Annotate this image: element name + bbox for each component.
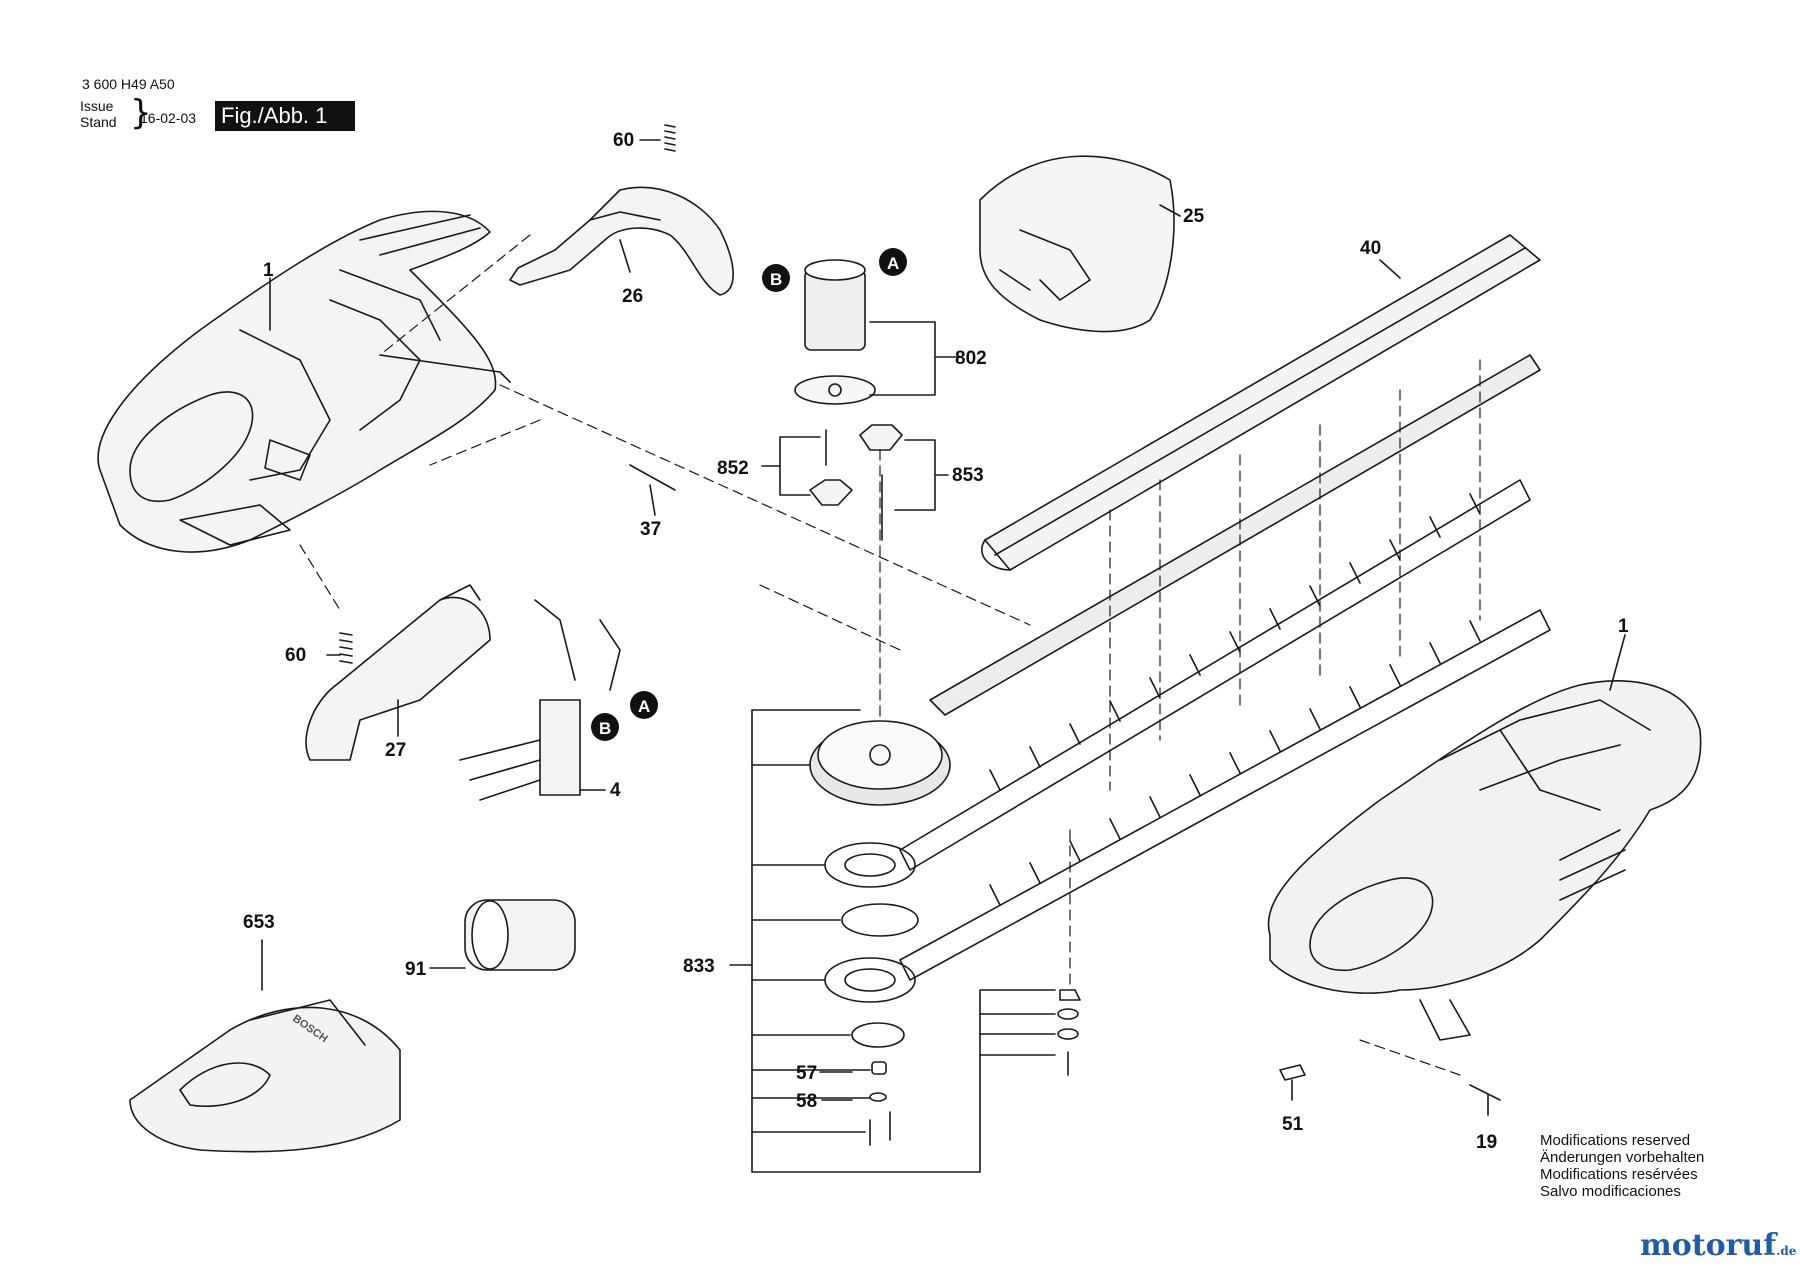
housing-right-half <box>1267 680 1702 1041</box>
screw-19 <box>1469 1084 1501 1101</box>
connector-badge-b-bottom: B <box>591 713 619 741</box>
callout-91: 91 <box>405 959 427 980</box>
svg-text:A: A <box>887 254 899 273</box>
spring-top <box>664 124 676 152</box>
eccentric-ring-lower <box>824 957 916 1003</box>
connector-badge-a-top: A <box>879 248 907 276</box>
bracket-833 <box>729 709 1056 1173</box>
watermark-logo: motoruf.de <box>1640 1228 1796 1263</box>
blade-guard <box>979 155 1175 333</box>
callout-833: 833 <box>683 956 715 977</box>
callout-labels: 1 60 26 25 40 802 852 853 37 60 27 4 1 6… <box>243 130 1629 1153</box>
gear-wheel <box>809 720 951 806</box>
alignment-lines <box>299 234 1481 1076</box>
callout-37: 37 <box>640 519 661 540</box>
callout-40: 40 <box>1360 238 1381 259</box>
charger <box>129 999 401 1153</box>
upper-cutting-blade <box>899 479 1531 871</box>
clip-51 <box>1279 1064 1306 1081</box>
callout-19: 19 <box>1476 1132 1497 1153</box>
callout-51: 51 <box>1282 1114 1304 1135</box>
screws-bottom <box>869 1111 891 1146</box>
modifications-line-es: Salvo modificaciones <box>1540 1183 1681 1200</box>
nut-washer-stack <box>1057 989 1081 1076</box>
issue-date: 16-02-03 <box>140 110 197 126</box>
sleeve-57 <box>871 1061 887 1075</box>
modifications-line-de: Änderungen vorbehalten <box>1540 1149 1705 1166</box>
connector-badge-a-bottom: A <box>630 691 658 719</box>
washer-58 <box>869 1092 887 1102</box>
bracket-852 <box>761 436 821 496</box>
modifications-notice: Modifications reserved Änderungen vorbeh… <box>1540 1132 1704 1200</box>
blade-sheath <box>981 234 1541 571</box>
callout-852: 852 <box>717 458 749 479</box>
issue-label: Issue <box>80 98 114 114</box>
callout-653: 653 <box>243 912 275 933</box>
part-number: 3 600 H49 A50 <box>82 76 175 92</box>
trigger-top <box>509 186 734 296</box>
bracket-802 <box>869 321 961 396</box>
eccentric-ring-upper <box>824 842 916 888</box>
callout-1-left: 1 <box>263 260 274 281</box>
callout-853: 853 <box>952 465 984 486</box>
blade-rail <box>929 354 1541 716</box>
callout-1-right: 1 <box>1618 616 1629 637</box>
svg-text:B: B <box>599 719 611 738</box>
callout-4: 4 <box>610 780 621 801</box>
callout-60-bottom: 60 <box>285 645 306 666</box>
watermark-tld: .de <box>1776 1244 1797 1258</box>
lower-cutting-blade <box>899 609 1551 981</box>
issue-stand-labels: Issue Stand } <box>80 96 152 130</box>
bearing-mount-852 <box>809 429 853 506</box>
bracket-853 <box>894 439 949 511</box>
trigger-bottom <box>305 584 491 761</box>
spring-bottom <box>339 632 353 664</box>
housing-left-half <box>97 210 511 553</box>
motor <box>794 259 876 405</box>
connector-badge-b-top: B <box>762 264 790 292</box>
washer-plate <box>851 1022 905 1048</box>
callout-57: 57 <box>796 1063 817 1084</box>
callout-26: 26 <box>622 286 643 307</box>
pin <box>629 464 676 491</box>
svg-text:B: B <box>770 270 782 289</box>
switch-pcb <box>459 599 621 801</box>
stand-label: Stand <box>80 114 117 130</box>
eccentric-disc <box>841 903 919 937</box>
callout-802: 802 <box>955 348 987 369</box>
callout-27: 27 <box>385 740 406 761</box>
callout-58: 58 <box>796 1091 817 1112</box>
watermark-name: motoruf <box>1640 1228 1777 1263</box>
figure-label: Fig./Abb. 1 <box>215 101 355 131</box>
modifications-line-en: Modifications reserved <box>1540 1132 1691 1149</box>
brace-icon: } <box>130 93 152 133</box>
battery-pack <box>464 899 576 971</box>
leader-lines <box>261 139 1626 1116</box>
bearing-mount-853 <box>859 424 903 541</box>
callout-60-top: 60 <box>613 130 634 151</box>
modifications-line-fr: Modifications resérvées <box>1540 1166 1698 1183</box>
callout-25: 25 <box>1183 206 1205 227</box>
svg-text:A: A <box>638 697 650 716</box>
